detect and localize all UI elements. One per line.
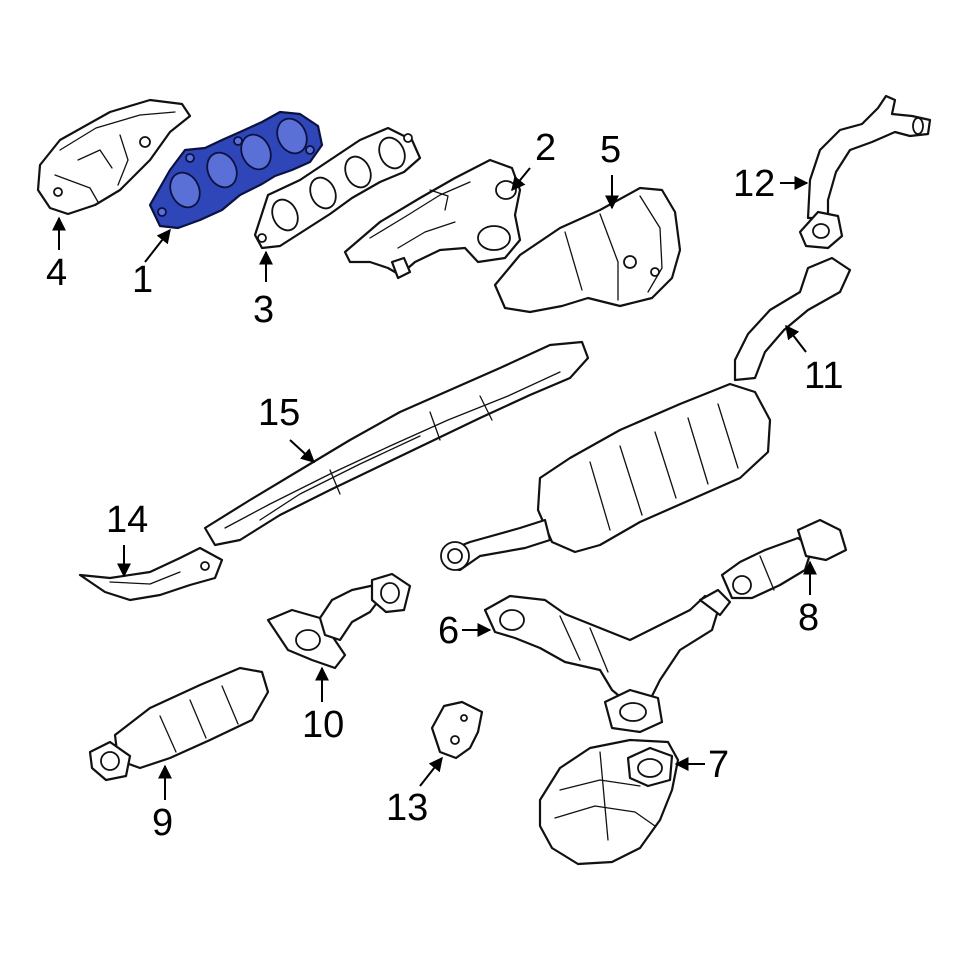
callout-5: 5 — [600, 129, 621, 171]
part-3-manifold-gasket[interactable] — [253, 126, 422, 250]
leader-lines — [52, 167, 817, 800]
leader-2 — [511, 167, 531, 192]
callout-9: 9 — [152, 802, 173, 844]
part-12-front-pipe[interactable] — [798, 94, 932, 250]
part-10-intermediate-pipe[interactable] — [266, 572, 412, 670]
callout-4: 4 — [46, 252, 67, 294]
part-8-rear-catalytic[interactable] — [720, 518, 848, 600]
callout-14: 14 — [106, 499, 148, 541]
part-7-catalytic-converter[interactable] — [538, 738, 680, 866]
leader-11 — [785, 324, 807, 353]
leader-13 — [419, 756, 443, 787]
callout-6: 6 — [438, 610, 459, 652]
part-4-heat-shield[interactable] — [36, 98, 192, 216]
callout-11: 11 — [804, 355, 843, 397]
part-2-exhaust-manifold[interactable] — [343, 158, 522, 280]
callout-12: 12 — [733, 163, 775, 205]
part-13-bracket[interactable] — [430, 700, 484, 760]
callout-8: 8 — [798, 597, 819, 639]
callout-1: 1 — [132, 259, 153, 301]
callout-labels: 1 2 3 4 5 6 7 8 9 10 11 12 13 14 15 — [46, 127, 843, 844]
part-14-bracket[interactable] — [78, 546, 224, 602]
callout-3: 3 — [253, 289, 274, 331]
part-15-floor-heat-shield[interactable] — [203, 340, 590, 547]
leader-1 — [144, 228, 171, 263]
callout-7: 7 — [708, 744, 729, 786]
part-6-catalytic-y-pipe[interactable] — [483, 588, 732, 734]
leader-15 — [289, 439, 316, 463]
part-5-manifold-heat-shield[interactable] — [493, 186, 682, 314]
callout-2: 2 — [535, 127, 556, 169]
callout-15: 15 — [258, 392, 300, 434]
part-11-muffler-assembly[interactable] — [440, 256, 852, 572]
callout-10: 10 — [302, 704, 344, 746]
callout-13: 13 — [386, 787, 428, 829]
part-9-catalytic-converter[interactable] — [88, 666, 270, 782]
part-1-manifold-gasket[interactable] — [148, 110, 324, 230]
